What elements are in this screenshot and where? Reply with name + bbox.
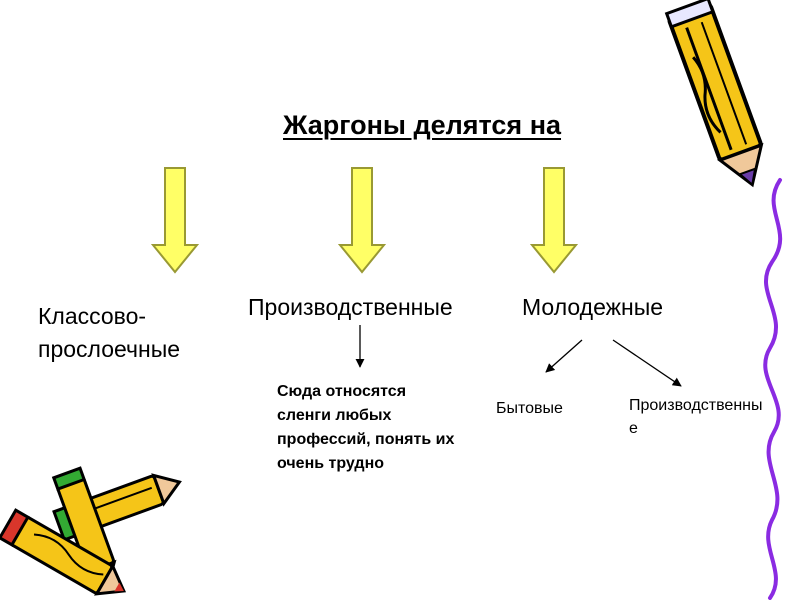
- subcategory-production: Производственные: [629, 397, 763, 437]
- block-arrow-3: [529, 167, 579, 274]
- block-arrow-2: [337, 167, 387, 274]
- category-class-strata: Классово-прослоечные: [38, 303, 181, 362]
- subcategory-household: Бытовые: [496, 400, 563, 417]
- connector-youth-production: [612, 339, 682, 387]
- category-youth: Молодежные: [522, 294, 664, 320]
- pencil-top-right-icon: [664, 0, 764, 188]
- purple-squiggle: [763, 178, 783, 600]
- category-production: Производственные: [248, 294, 453, 320]
- production-note: Сюда относятся сленги любых профессий, п…: [277, 383, 455, 472]
- pencil-bottom-red-icon: [0, 508, 127, 596]
- connector-youth-household: [545, 339, 583, 373]
- block-arrow-1: [150, 167, 200, 274]
- diagram-title: Жаргоны делятся на: [283, 110, 562, 140]
